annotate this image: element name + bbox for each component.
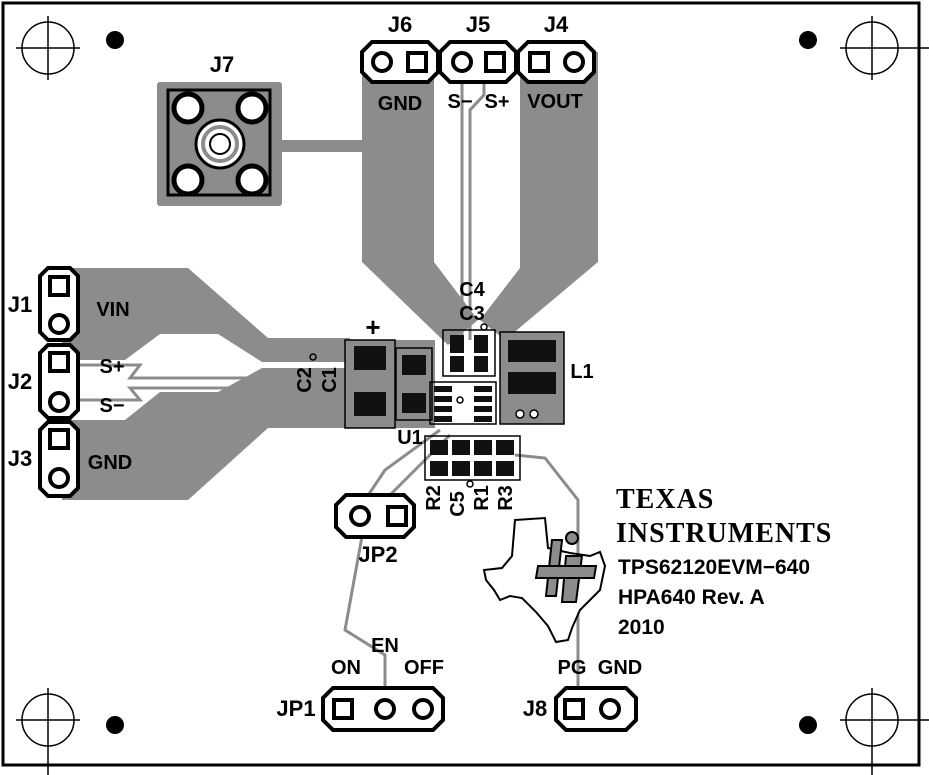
header-j4 (516, 40, 596, 84)
label-c3: C3 (459, 303, 485, 325)
label-j6: J6 (388, 12, 412, 37)
capacitor-c1-footprint (395, 347, 433, 421)
capacitor-c3-c4-footprint (442, 323, 496, 377)
label-s-plus-left: S+ (99, 356, 124, 378)
label-s-plus-top: S+ (484, 91, 509, 113)
label-jp2: JP2 (358, 542, 397, 567)
label-s-minus-left: S− (99, 395, 124, 417)
label-vin: VIN (96, 299, 129, 321)
label-on: ON (331, 657, 361, 679)
logo-instruments: INSTRUMENTS (616, 518, 832, 549)
board-assembly-rev: HPA640 Rev. A (618, 586, 765, 609)
label-gnd-top: GND (378, 93, 422, 115)
label-j5: J5 (466, 12, 490, 37)
label-j7: J7 (210, 52, 234, 77)
label-jp1: JP1 (276, 696, 315, 721)
mounting-hole-bottom-right (840, 688, 929, 775)
header-j5 (438, 40, 518, 84)
label-j2: J2 (8, 369, 32, 394)
fiducial-bottom-left (106, 716, 124, 734)
label-u1: U1 (397, 427, 423, 449)
board-year: 2010 (618, 616, 665, 639)
label-en: EN (371, 635, 399, 657)
label-gnd-bottom: GND (598, 657, 642, 679)
fiducials (106, 31, 817, 734)
mounting-hole-top-left (16, 16, 80, 80)
label-l1: L1 (570, 361, 593, 383)
resistor-array-footprint (424, 435, 521, 488)
header-j3 (38, 420, 80, 498)
label-r2: R2 (423, 485, 445, 511)
logo-texas: TEXAS (616, 484, 714, 515)
header-j2 (38, 343, 80, 420)
fiducial-bottom-right (799, 716, 817, 734)
label-j4: J4 (544, 12, 569, 37)
label-s-minus-top: S− (447, 91, 472, 113)
j7-sma-connector (166, 88, 272, 197)
polarity-plus: + (365, 312, 380, 342)
mounting-holes (16, 16, 929, 775)
jumper-jp1 (321, 686, 445, 732)
c2-polarity-dot (309, 353, 317, 361)
label-c5: C5 (447, 491, 469, 517)
inductor-l1-footprint (499, 331, 565, 425)
label-vout: VOUT (527, 91, 583, 113)
label-pg: PG (558, 657, 587, 679)
header-j6 (360, 40, 440, 84)
label-j8: J8 (523, 696, 547, 721)
label-j3: J3 (8, 446, 32, 471)
mounting-hole-top-right (840, 16, 929, 80)
header-j1 (38, 266, 80, 342)
label-off: OFF (404, 657, 444, 679)
jumper-j8 (554, 686, 638, 732)
label-j1: J1 (8, 292, 32, 317)
ti-texas-logo-icon (482, 516, 607, 644)
label-c2: C2 (294, 367, 316, 393)
capacitor-c2-footprint (344, 339, 396, 429)
fiducial-top-left (106, 31, 124, 49)
label-gnd-left: GND (88, 452, 132, 474)
fiducial-top-right (799, 31, 817, 49)
mounting-hole-bottom-left (16, 688, 80, 775)
ic-u1-footprint (429, 381, 497, 425)
board-part-number: TPS62120EVM−640 (618, 556, 810, 579)
label-c1: C1 (319, 367, 341, 393)
label-r3: R3 (495, 485, 517, 511)
label-c4: C4 (459, 279, 485, 301)
copper-layer (62, 52, 598, 500)
label-r1: R1 (471, 485, 493, 511)
jumper-jp2 (334, 493, 416, 539)
